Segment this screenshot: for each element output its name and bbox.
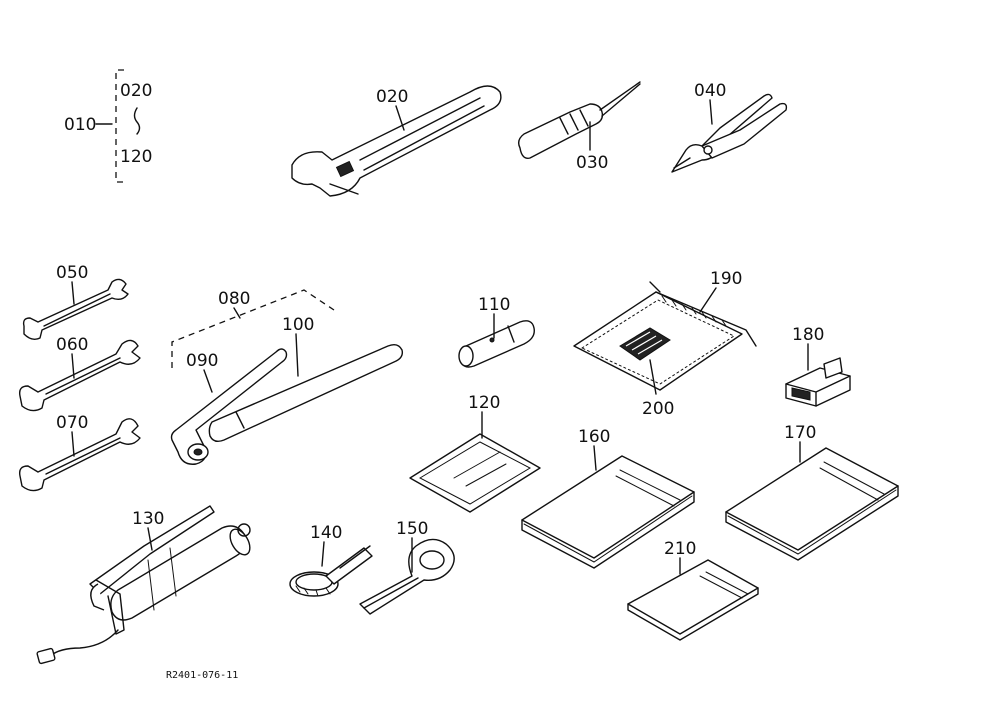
label-140: 140 bbox=[310, 523, 342, 543]
label-190: 190 bbox=[710, 269, 742, 289]
group-080: 080 bbox=[171, 289, 335, 368]
label-040: 040 bbox=[694, 81, 726, 101]
filter-wrench-140: 140 bbox=[289, 523, 373, 597]
label-110: 110 bbox=[478, 295, 510, 315]
adjustable-wrench: 020 bbox=[291, 85, 502, 197]
label-180: 180 bbox=[792, 325, 824, 345]
manual-170: 170 bbox=[725, 423, 899, 561]
card-210: 210 bbox=[627, 539, 759, 641]
label-160: 160 bbox=[578, 427, 610, 447]
grease-gun-130: 130 bbox=[36, 505, 251, 665]
spanner-150: 150 bbox=[359, 519, 455, 615]
label-010: 010 bbox=[64, 115, 96, 135]
label-210: 210 bbox=[664, 539, 696, 559]
label-130: 130 bbox=[132, 509, 164, 529]
bar-100: 100 bbox=[208, 315, 404, 443]
screwdriver: 030 bbox=[517, 81, 641, 173]
label-090: 090 bbox=[186, 351, 218, 371]
bag-120: 120 bbox=[409, 393, 541, 513]
label-100: 100 bbox=[282, 315, 314, 335]
reference-code: R2401-076-11 bbox=[166, 670, 238, 681]
tag-200: 200 bbox=[619, 327, 674, 419]
label-200: 200 bbox=[642, 399, 674, 419]
label-020-range: 020 bbox=[120, 81, 152, 101]
label-030: 030 bbox=[576, 153, 608, 173]
wrench-070: 070 bbox=[18, 413, 141, 492]
pliers: 040 bbox=[671, 81, 788, 173]
box-wrench-090: 090 bbox=[170, 348, 288, 465]
tool-bag-190: 190 bbox=[573, 269, 757, 391]
label-060: 060 bbox=[56, 335, 88, 355]
box-180: 180 bbox=[785, 325, 851, 407]
label-070: 070 bbox=[56, 413, 88, 433]
wrench-060: 060 bbox=[18, 335, 141, 412]
label-050: 050 bbox=[56, 263, 88, 283]
wrench-050: 050 bbox=[22, 263, 129, 341]
label-120-range: 120 bbox=[120, 147, 152, 167]
label-120: 120 bbox=[468, 393, 500, 413]
label-150: 150 bbox=[396, 519, 428, 539]
group-010: 010 020 120 bbox=[64, 69, 152, 183]
label-080: 080 bbox=[218, 289, 250, 309]
socket-110: 110 bbox=[458, 295, 535, 368]
label-170: 170 bbox=[784, 423, 816, 443]
manual-160: 160 bbox=[521, 427, 695, 569]
label-020: 020 bbox=[376, 87, 408, 107]
